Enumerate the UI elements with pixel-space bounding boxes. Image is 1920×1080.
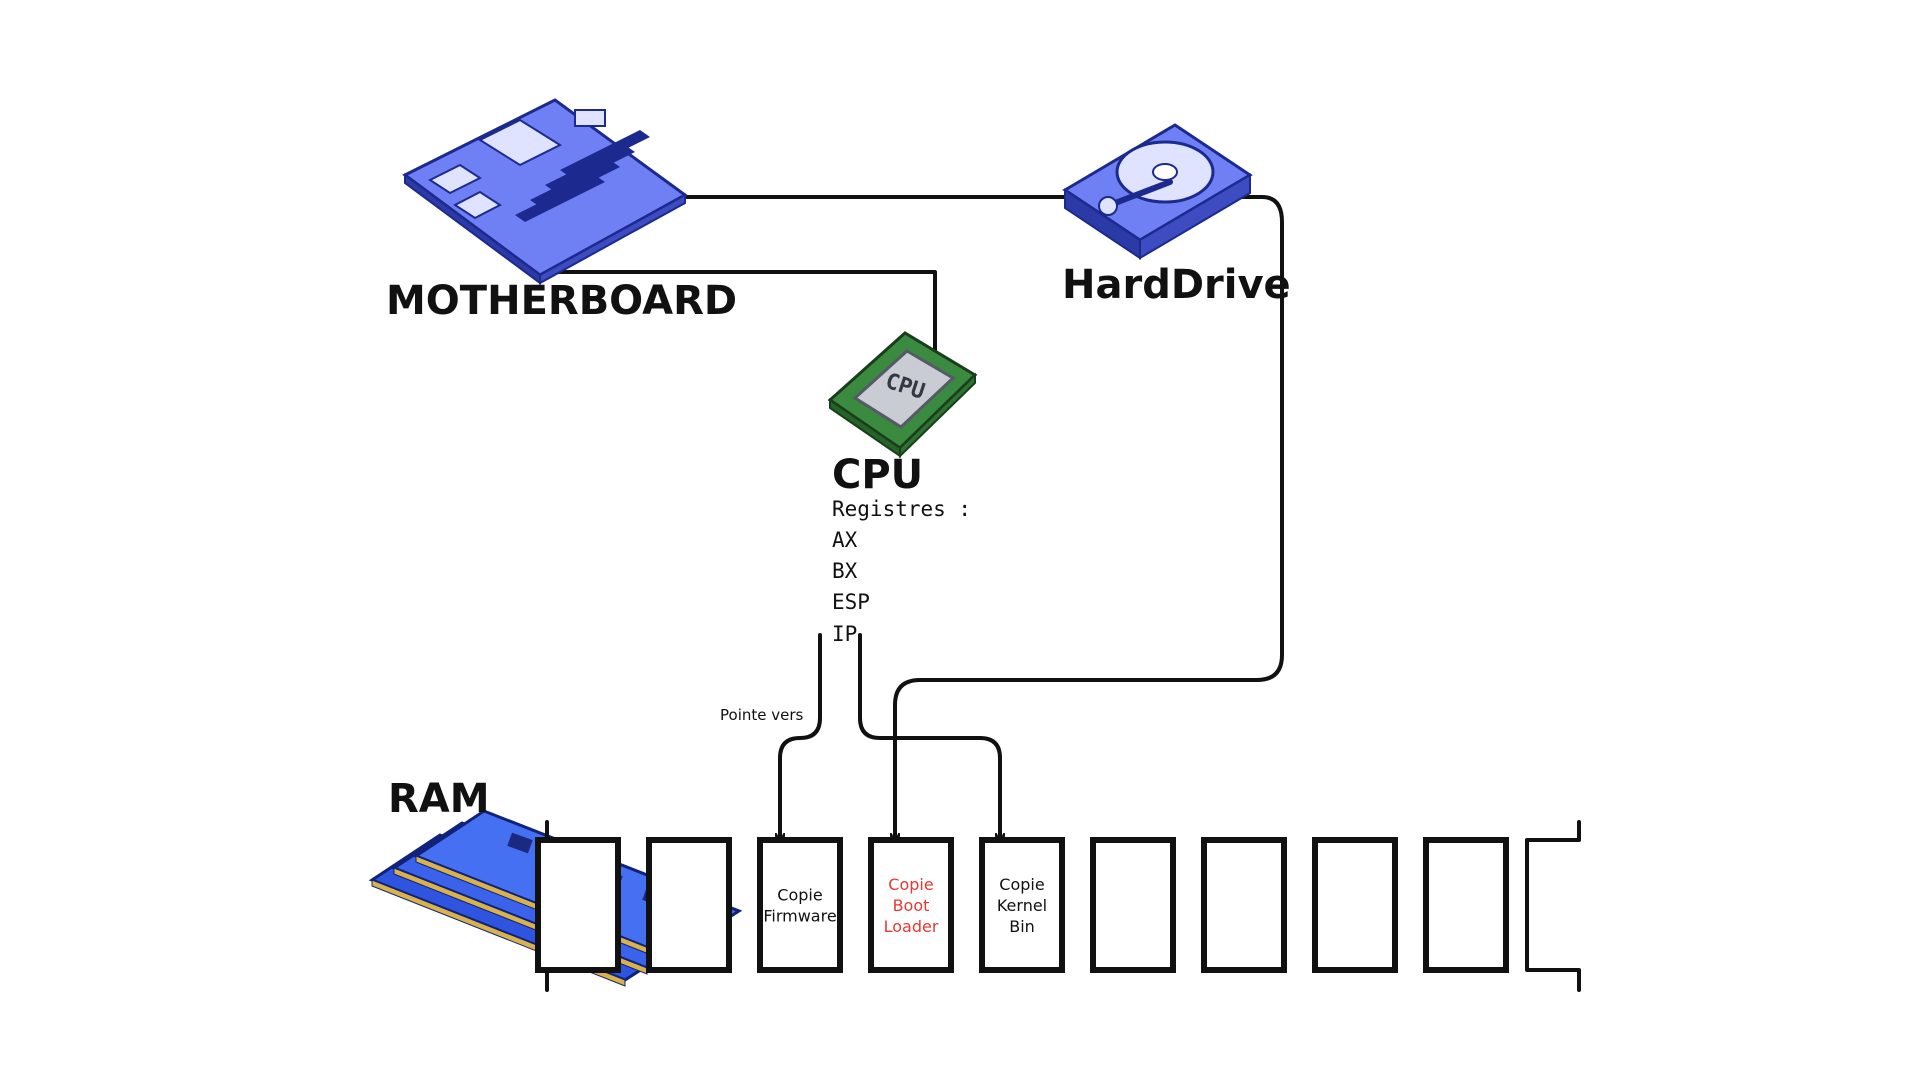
harddrive-ram-wire bbox=[895, 195, 1284, 838]
ram-cell-box bbox=[979, 837, 1065, 973]
ram-cell-text: Copie bbox=[999, 875, 1044, 894]
ram-cell-text: Bin bbox=[1009, 917, 1035, 936]
harddrive-icon bbox=[1062, 123, 1253, 260]
motherboard-cpu-wire bbox=[553, 270, 937, 367]
cpu-register-esp: ESP bbox=[832, 590, 870, 614]
ram-cell-box bbox=[1090, 837, 1176, 973]
cpu-registers-title: Registres : bbox=[832, 497, 971, 521]
ram-cell-box bbox=[1423, 837, 1509, 973]
ram-cell bbox=[535, 837, 621, 973]
ram-cell-text: Boot bbox=[893, 896, 930, 915]
cpu-register-bx: BX bbox=[832, 559, 858, 583]
ram-cell-box bbox=[646, 837, 732, 973]
ip-firmware-arrow bbox=[780, 633, 822, 838]
ip-kernel-arrow bbox=[858, 633, 1000, 838]
ram-cell-box bbox=[868, 837, 954, 973]
motherboard-icon bbox=[402, 98, 688, 285]
ram-cell bbox=[1201, 837, 1287, 973]
cpu-chip-icon: CPU bbox=[827, 331, 978, 459]
ram-cell-box bbox=[535, 837, 621, 973]
harddrive-label: HardDrive bbox=[1062, 262, 1291, 308]
ram-strip-right-edge bbox=[1525, 820, 1581, 992]
ram-cell-box bbox=[1201, 837, 1287, 973]
ram-cell-text: Loader bbox=[884, 917, 939, 936]
ram-cell bbox=[1423, 837, 1509, 973]
cpu-register-ip: IP bbox=[832, 622, 857, 646]
ram-cell-text: Kernel bbox=[997, 896, 1047, 915]
ram-cell bbox=[1090, 837, 1176, 973]
motherboard-label: MOTHERBOARD bbox=[386, 278, 737, 324]
pointe-vers-label: Pointe vers bbox=[720, 706, 804, 724]
ram-cell-box bbox=[1312, 837, 1398, 973]
ram-label: RAM bbox=[388, 776, 490, 822]
ram-cell-text: Firmware bbox=[763, 907, 836, 926]
ram-cell-text: Copie bbox=[777, 886, 822, 905]
ram-cell bbox=[1312, 837, 1398, 973]
cpu-label: CPU bbox=[832, 452, 923, 498]
ram-memory-strip: CopieFirmwareCopieBootLoaderCopieKernelB… bbox=[535, 820, 1581, 992]
ram-cell-box bbox=[757, 837, 843, 973]
ram-cell-text: Copie bbox=[888, 875, 933, 894]
cpu-register-ax: AX bbox=[832, 528, 858, 552]
ram-cell bbox=[646, 837, 732, 973]
